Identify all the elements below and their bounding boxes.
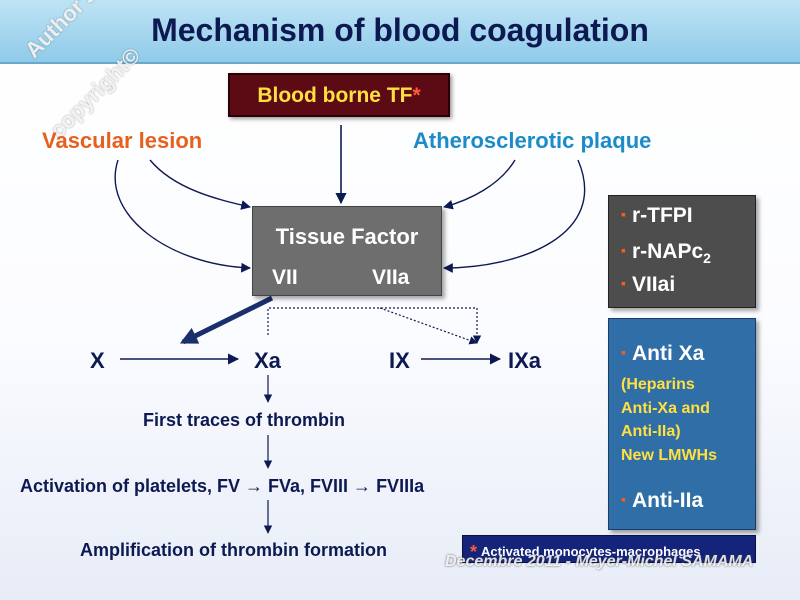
footnote-box [462, 535, 756, 563]
arrow-tf-to-ixa-dotted [379, 307, 478, 345]
footnote-label: *Activated monocytes-macrophages [470, 542, 701, 563]
anti-xa-detail-line-1: (Heparins [621, 376, 695, 393]
factor-xa-label: Xa [254, 348, 281, 373]
inhibitor-r-tfpi-text: r-TFPI [631, 204, 693, 227]
tissue-factor-box [252, 206, 442, 296]
tissue-factor-title: Tissue Factor [275, 224, 419, 249]
arrow-vascular-to-tf-top [149, 159, 251, 210]
inhibitors-tf-panel [608, 195, 756, 308]
anti-xa-detail-line-3: Anti-IIa) [621, 423, 681, 440]
bullet-icon: ▪ [621, 491, 626, 507]
anti-xa-detail-line-4: New LMWHs [621, 446, 717, 464]
anti-xa-detail-line-2: Anti-Xa and [621, 399, 710, 417]
blood-borne-tf-text: Blood borne TF [257, 84, 413, 107]
inhibitor-r-napc2-text: r-NAPc [631, 240, 704, 263]
arrow-athero-to-tf-bottom [443, 159, 586, 273]
title-bar [0, 0, 800, 64]
blood-borne-tf-box [228, 73, 450, 117]
arrow-vascular-to-tf-bottom [114, 159, 251, 273]
blood-borne-tf-asterisk: * [412, 84, 421, 107]
bullet-icon: ▪ [621, 206, 626, 222]
inhibitor-r-tfpi: ▪ r-TFPI [621, 204, 693, 228]
arrow-athero-to-tf-top [443, 159, 516, 210]
inhibitor-anti-iia: ▪ Anti-IIa [621, 489, 703, 513]
atherosclerotic-plaque-label: Atherosclerotic plaque [413, 128, 652, 153]
bullet-icon: ▪ [621, 344, 626, 360]
factor-vii-label: VII [272, 266, 298, 289]
vascular-lesion-label: Vascular lesion [42, 128, 203, 153]
arrow-tf-to-x-thick [179, 295, 274, 345]
footnote-text: Activated monocytes-macrophages [481, 544, 701, 559]
step-thrombin-amplification: Amplification of thrombin formation [80, 540, 387, 560]
inhibitor-anti-iia-text: Anti-IIa [631, 489, 704, 512]
page-title: Mechanism of blood coagulation [151, 12, 649, 48]
bullet-icon: ▪ [621, 275, 626, 291]
footnote-asterisk: * [470, 542, 478, 562]
step-platelet-activation: Activation of platelets, FV → FVa, FVIII… [20, 476, 425, 496]
inhibitor-viiai-text: VIIai [631, 273, 676, 296]
step-first-traces-thrombin: First traces of thrombin [143, 410, 346, 430]
inhibitor-anti-xa: ▪ Anti Xa [621, 342, 704, 366]
inhibitor-r-napc2: ▪ r-NAPc2 [621, 240, 711, 266]
factor-viia-label: VIIa [372, 266, 410, 289]
factor-ix-label: IX [389, 348, 410, 373]
inhibitor-viiai: ▪ VIIai [621, 273, 675, 297]
bullet-icon: ▪ [621, 242, 626, 258]
inhibitors-xa-iia-panel [608, 318, 756, 530]
inhibitor-r-napc2-subscript: 2 [703, 250, 711, 267]
inhibitor-anti-xa-text: Anti Xa [631, 342, 705, 365]
factor-x-label: X [90, 348, 105, 373]
arrow-tf-to-ix-dotted [267, 307, 482, 344]
author-credit: Decembre 2011 - Meyer-Michel SAMAMA [445, 553, 754, 570]
anti-xa-details: (Heparins Anti-Xa and Anti-IIa) New LMWH… [621, 373, 751, 467]
blood-borne-tf-label: Blood borne TF* [228, 84, 450, 108]
factor-ixa-label: IXa [508, 348, 542, 373]
